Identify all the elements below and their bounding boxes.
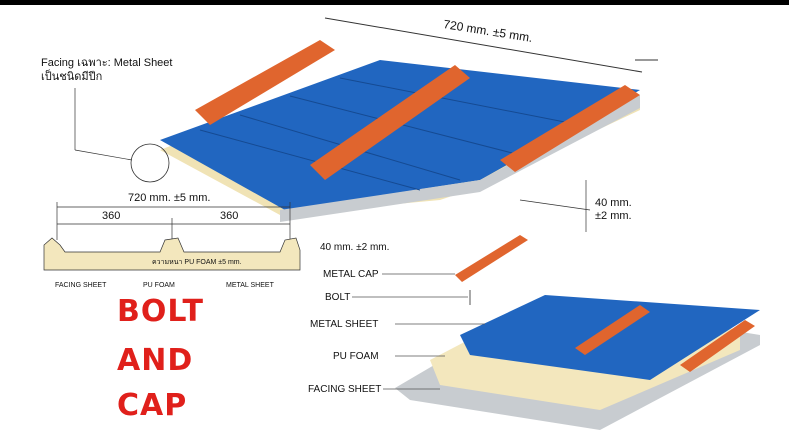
facing-note-line1: Facing เฉพาะ: Metal Sheet <box>41 57 173 69</box>
top-thickness-label: 40 mm. <box>595 197 632 209</box>
exploded-label-metal-sheet: METAL SHEET <box>310 319 379 330</box>
metal-cap <box>195 40 335 125</box>
metal-cap <box>500 85 640 172</box>
metal-cap <box>310 65 470 180</box>
exploded-label-facing-sheet: FACING SHEET <box>308 384 382 395</box>
title-and: AND <box>117 343 194 378</box>
section-half-right: 360 <box>220 210 239 222</box>
top-thickness-tolerance: ±2 mm. <box>595 210 632 222</box>
exploded-label-metal-cap: METAL CAP <box>323 269 379 280</box>
top-border <box>0 0 789 5</box>
title-bolt: BOLT <box>117 294 204 329</box>
section-total-width: 720 mm. ±5 mm. <box>128 192 211 204</box>
section-label-facing: FACING SHEET <box>55 282 107 289</box>
title-cap: CAP <box>117 388 188 423</box>
top-panel-illustration <box>74 17 658 232</box>
section-label-metal: METAL SHEET <box>226 282 274 289</box>
section-label-foam: PU FOAM <box>143 282 175 289</box>
section-thickness: 40 mm. ±2 mm. <box>320 242 390 253</box>
exploded-illustration <box>352 235 760 430</box>
exploded-label-bolt: BOLT <box>325 292 351 303</box>
facing-note-line2: เป็นชนิดมีปีก <box>41 71 103 83</box>
section-half-left: 360 <box>102 210 121 222</box>
foam-note: ความหนา PU FOAM ±5 mm. <box>152 259 242 266</box>
exploded-label-pu-foam: PU FOAM <box>333 351 379 362</box>
section-drawing <box>43 202 301 271</box>
